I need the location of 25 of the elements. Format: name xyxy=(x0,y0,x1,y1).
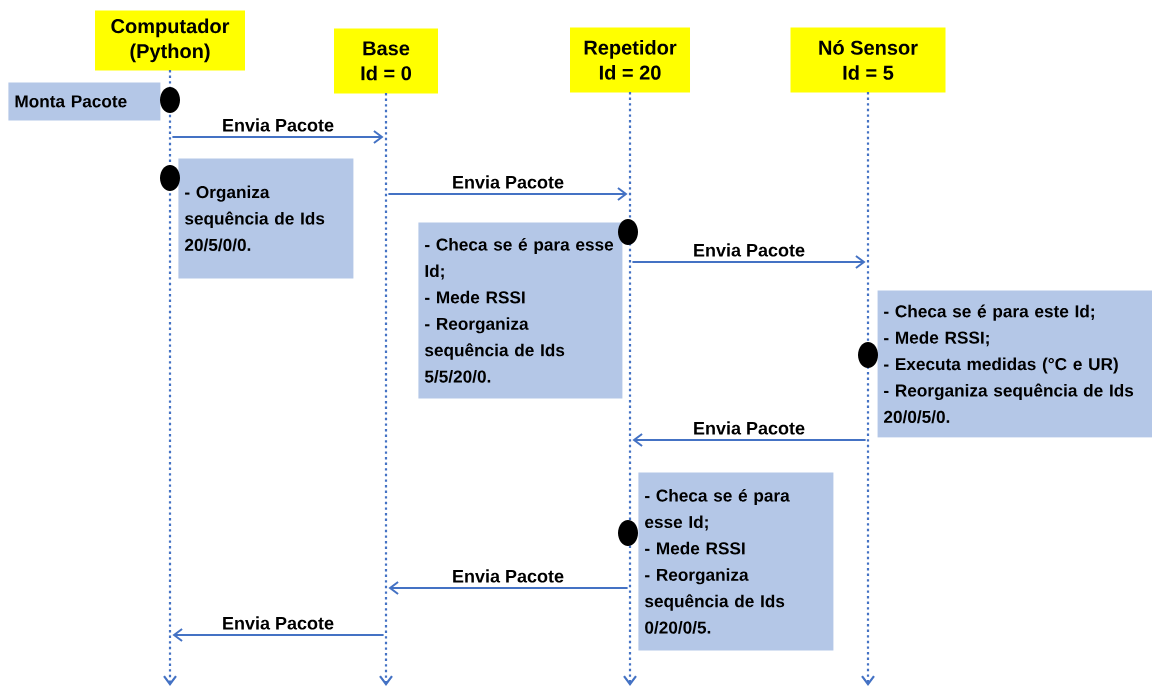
lifeline xyxy=(861,92,875,686)
lifeline-header: Computador (Python) xyxy=(95,10,245,71)
message-arrow xyxy=(387,187,628,201)
lifeline-header: Nó Sensor Id = 5 xyxy=(790,27,946,93)
message-arrow xyxy=(388,581,629,595)
lifeline xyxy=(379,93,393,686)
edge-label: Envia Pacote xyxy=(220,614,337,632)
message-arrow xyxy=(631,255,866,269)
note-box: - Checa se é para este Id; - Mede RSSI; - Executa medidas (°C e UR) - Reorganiza sequência de Ids 20/0/5/0. xyxy=(877,290,1152,438)
edge-label: Envia Pacote xyxy=(220,116,337,134)
lifeline xyxy=(623,92,637,686)
lifeline-header: Repetidor Id = 20 xyxy=(570,27,690,93)
message-arrow xyxy=(632,433,867,447)
lifeline-header: Base Id = 0 xyxy=(334,28,438,94)
edge-label: Envia Pacote xyxy=(450,567,567,585)
edge-label: Envia Pacote xyxy=(691,241,808,259)
message-arrow xyxy=(171,130,384,144)
note-box: - Checa se é para esse Id; - Mede RSSI - Reorganiza sequência de Ids 5/5/20/0. xyxy=(418,222,623,399)
lifeline xyxy=(163,70,177,686)
edge-label: Envia Pacote xyxy=(691,419,808,437)
note-box: - Checa se é para esse Id; - Mede RSSI - Reorganiza sequência de Ids 0/20/0/5. xyxy=(638,472,834,651)
message-arrow xyxy=(172,628,385,642)
edge-label: Envia Pacote xyxy=(450,173,567,191)
note-box: Monta Pacote xyxy=(8,82,161,121)
note-box: - Organiza sequência de Ids 20/5/0/0. xyxy=(178,158,354,279)
